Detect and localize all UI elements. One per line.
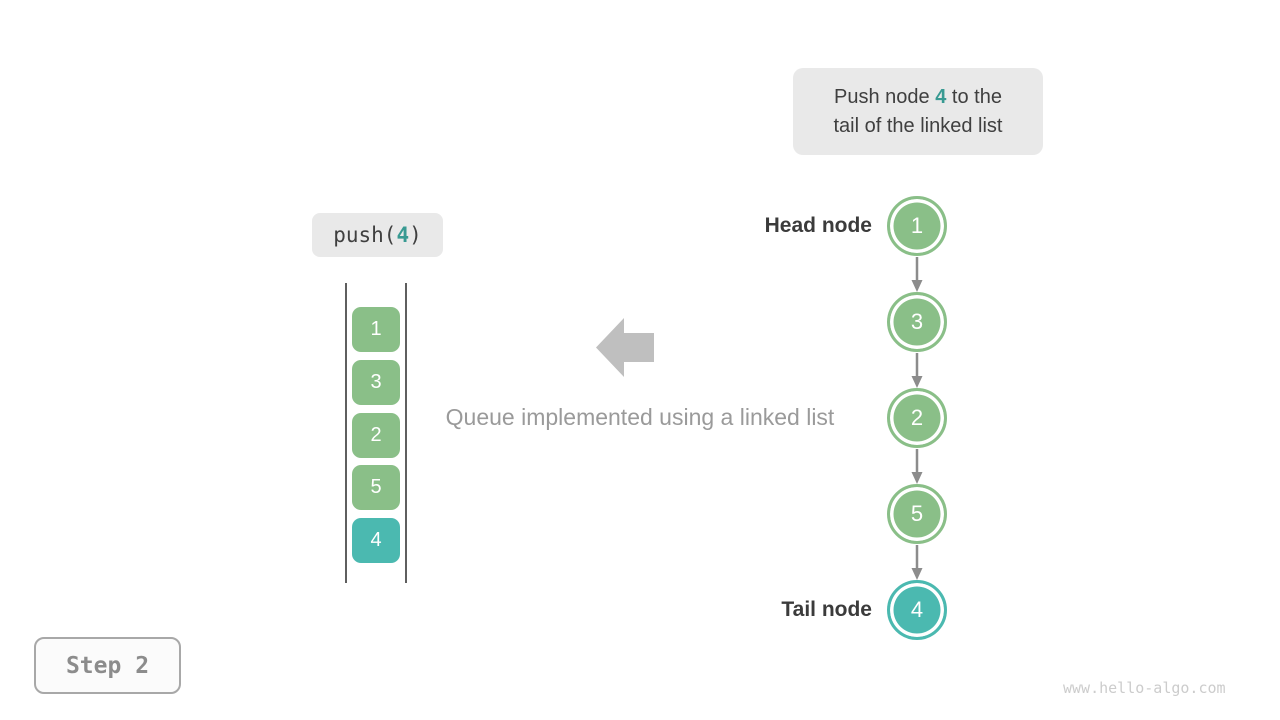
annotation-line1: Push node 4 to the [793, 83, 1043, 112]
head-node-label: Head node [764, 214, 872, 237]
operation-value: 4 [396, 223, 410, 247]
operation-text-post: ) [409, 223, 422, 247]
annotation-text-post: to the [946, 85, 1002, 108]
list-node: 1 [887, 196, 947, 256]
queue-rail-left [345, 283, 347, 583]
annotation-text-pre: Push node [834, 85, 936, 108]
annotation-value: 4 [935, 85, 947, 108]
queue-rail-right [405, 283, 407, 583]
list-node: 2 [887, 388, 947, 448]
list-node: 3 [887, 292, 947, 352]
caption: Queue implemented using a linked list [445, 404, 835, 430]
list-node: 5 [887, 484, 947, 544]
push-annotation: Push node 4 to the tail of the linked li… [793, 68, 1043, 155]
operation-label: push(4) [312, 213, 443, 257]
list-node: 4 [887, 580, 947, 640]
queue-item: 3 [352, 360, 400, 405]
operation-text-pre: push( [333, 223, 397, 247]
flow-arrow-icon [596, 318, 654, 377]
step-badge: Step 2 [34, 637, 181, 694]
queue-item: 4 [352, 518, 400, 563]
watermark: www.hello-algo.com [1063, 679, 1226, 697]
queue-item: 2 [352, 413, 400, 458]
queue-item: 1 [352, 307, 400, 352]
annotation-line2: tail of the linked list [833, 114, 1003, 137]
queue-item: 5 [352, 465, 400, 510]
tail-node-label: Tail node [781, 598, 872, 621]
